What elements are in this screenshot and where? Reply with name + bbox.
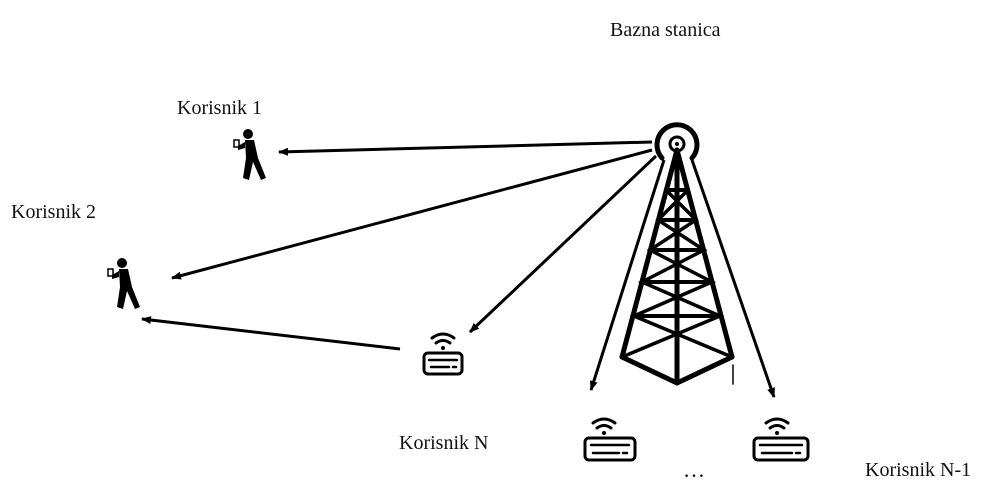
arrow-to-user-1 <box>278 140 653 156</box>
arrow-user-n-to-user-2 <box>141 316 401 351</box>
user-2-label: Korisnik 2 <box>11 201 96 223</box>
user-n-label: Korisnik N <box>399 432 489 454</box>
arrow-to-device-bottom-left <box>589 159 666 391</box>
wifi-router-icon <box>422 332 464 376</box>
user-1-label: Korisnik 1 <box>177 97 262 119</box>
arrow-to-user-n <box>468 154 658 334</box>
user-n-minus-1-label: Korisnik N-1 <box>865 459 972 481</box>
person-icon <box>233 129 266 180</box>
signal-arrows <box>141 140 776 398</box>
arrow-to-user-n-minus-1 <box>690 159 776 398</box>
person-icon <box>107 258 140 309</box>
wifi-router-icon <box>583 417 637 462</box>
ellipsis: … <box>683 457 708 482</box>
base-station-tower-icon <box>619 122 735 386</box>
arrow-to-user-2 <box>171 148 653 280</box>
base-station-label: Bazna stanica <box>610 19 721 41</box>
wifi-router-icon <box>752 417 810 462</box>
